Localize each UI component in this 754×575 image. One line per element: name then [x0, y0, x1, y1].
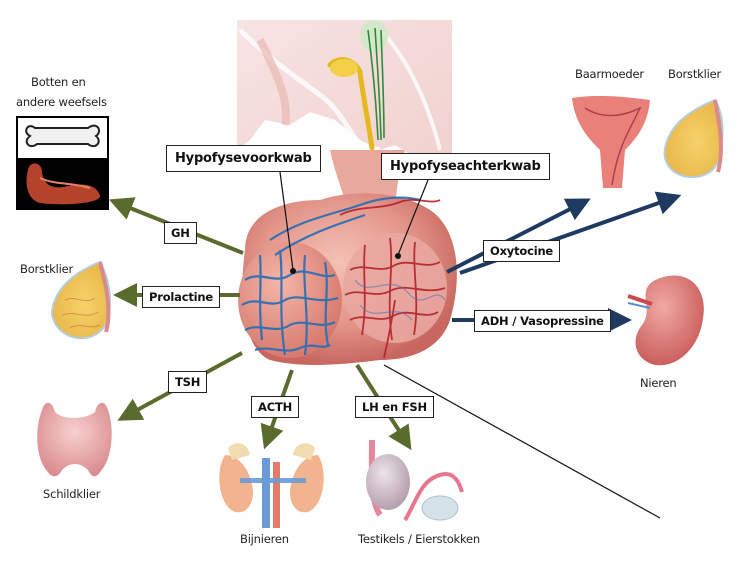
oxytocin-uterus-arrow	[446, 198, 591, 274]
tsh-label: TSH	[168, 371, 208, 393]
prolactin-label: Prolactine	[142, 286, 220, 308]
anterior-lobe-marker	[290, 268, 296, 274]
breast-right-caption: Borstklier	[668, 67, 722, 81]
acth-label: ACTH	[251, 396, 300, 418]
posterior-lobe-marker	[395, 253, 401, 259]
lh-fsh-label: LH en FSH	[355, 396, 434, 418]
adh-label: ADH / Vasopressine	[474, 310, 611, 332]
kidney-image	[627, 275, 704, 366]
thyroid-caption: Schildklier	[43, 487, 101, 501]
adrenal-kidney-image	[219, 443, 324, 528]
bones-caption-line1: Botten en	[31, 75, 86, 89]
bone-muscle-image	[16, 116, 109, 210]
anterior-lobe-label: Hypofysevoorkwab	[166, 145, 321, 172]
uterus-caption: Baarmoeder	[575, 67, 644, 81]
gh-label: GH	[164, 222, 197, 244]
oxytocin-label: Oxytocine	[483, 240, 561, 262]
gonads-caption: Testikels / Eierstokken	[358, 532, 481, 546]
leader-lines	[279, 171, 661, 519]
kidneys-caption: Nieren	[640, 376, 677, 390]
adrenals-caption: Bijnieren	[240, 532, 289, 546]
breast-left-caption: Borstklier	[20, 262, 74, 276]
gonads-image	[366, 439, 464, 522]
hypothalamus-illustration	[237, 20, 452, 220]
breast-right-image	[663, 98, 724, 179]
posterior-lobe-label: Hypofyseachterkwab	[381, 153, 550, 180]
thyroid-image	[37, 402, 112, 477]
breast-left-image	[50, 260, 111, 340]
pituitary-gland	[238, 193, 457, 365]
bones-caption-line2: andere weefsels	[16, 95, 107, 109]
uterus-image	[572, 95, 650, 188]
